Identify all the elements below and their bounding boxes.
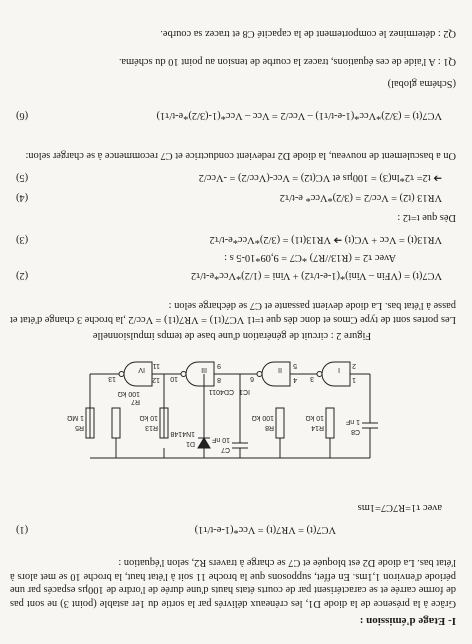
gate-iii-shape	[185, 361, 215, 387]
pin-6: 6	[250, 375, 254, 382]
circuit-figure: I II III IV 1 2 3 4 5 6 8 9 10 11 12 13 …	[67, 361, 378, 459]
equation-5-text: ➔ t2= τ2*ln(3) = 100µs et VC(t2) = Vcc-(…	[198, 172, 442, 183]
question-1: Q1 : A l'aide de ces équations, tracez l…	[118, 56, 456, 67]
d1-label: D1	[186, 440, 195, 447]
tau2-line: Avec τ2 = (R13//R7) *C7 = 9,09*10-5 s :	[10, 250, 456, 264]
equation-2-text: VC7(t) = (VFin – Vini)*(1-e-t/τ2) + Vini…	[190, 270, 442, 281]
pin-12: 12	[152, 376, 160, 383]
gate-ii-bubble	[256, 371, 263, 377]
r13-value: 10 kΩ	[140, 414, 158, 421]
section-heading: I- Etage d'émission :	[359, 615, 456, 627]
gate-iv-label: IV	[138, 366, 145, 373]
gate-iii-bubble	[180, 371, 187, 377]
d1-body	[197, 437, 211, 449]
gate-iii-label: III	[201, 366, 207, 373]
c8-value: 1 nF	[346, 418, 360, 425]
r5-body	[85, 407, 95, 439]
pin-5: 5	[293, 362, 297, 369]
gate-ii-label: II	[278, 366, 282, 373]
r7-label: R7	[131, 398, 140, 405]
d1-value: 1N4148	[170, 430, 195, 437]
equation-3: VR13(t) = Vcc + VC(t) ➔ VR13(t1) = (3/2)…	[10, 232, 456, 246]
pin-3: 3	[310, 375, 314, 382]
r8-body	[275, 407, 285, 439]
r5-value: 1 MΩ	[67, 414, 84, 421]
r7-value: 100 kΩ	[118, 390, 140, 397]
pin-10: 10	[170, 375, 178, 382]
r8-label: R8	[265, 424, 274, 431]
c7-label: C7	[221, 446, 230, 453]
equation-5: ➔ t2= τ2*ln(3) = 100µs et VC(t2) = Vcc-(…	[10, 170, 456, 184]
pin-8: 8	[217, 376, 221, 383]
pin-2: 2	[352, 362, 356, 369]
c8-label: C8	[351, 428, 360, 435]
gate-i-bubble	[316, 371, 323, 377]
equation-5-number: (5)	[16, 172, 29, 183]
equation-4: VR13 (t2) = Vcc/2 = (3/2)*Vcc* e-t/τ2 (4…	[10, 190, 456, 204]
schema-note: (Schéma global)	[387, 78, 456, 89]
r13-label: R13	[145, 424, 158, 431]
recharge-paragraph: On a basculement de nouveau, la diode D2…	[25, 150, 456, 161]
gate-iv-bubble	[118, 371, 125, 377]
pin-13: 13	[108, 375, 116, 382]
discharge-paragraph: Les portes sont de type Cmos et donc dès…	[10, 300, 456, 325]
equation-6-text: VC7(t) = (3/2)*Vcc*(1-e-t/τ1) – Vcc/2 = …	[156, 110, 442, 121]
des-que-text: Dès que t=t2 :	[397, 212, 456, 223]
intro-paragraph: Grâce à la présence de la diode D1, les …	[10, 557, 456, 609]
equation-1-number: (1)	[16, 524, 29, 535]
r5-label: R5	[75, 424, 84, 431]
equation-1-text: VC7(t) = VR7(t) = Vcc*(1-e-t/τ1)	[194, 524, 336, 535]
r14-body	[325, 407, 335, 439]
ic-part: CD4011	[209, 388, 234, 395]
des-que-line: Dès que t=t2 :	[10, 210, 456, 224]
equation-3-number: (3)	[16, 234, 29, 245]
gate-ii-shape	[261, 361, 291, 387]
r13-body	[159, 407, 169, 439]
question-2: Q2 : déterminez le comportement de la ca…	[160, 28, 456, 39]
r7-body	[111, 407, 121, 439]
c8-plates	[362, 422, 378, 429]
r14-label: R14	[311, 424, 324, 431]
equation-6-number: (6)	[16, 110, 29, 121]
r14-value: 10 kΩ	[306, 414, 324, 421]
tau2-text: Avec τ2 = (R13//R7) *C7 = 9,09*10-5 s :	[224, 252, 396, 263]
equation-2-number: (2)	[16, 270, 29, 281]
pin-9: 9	[217, 362, 221, 369]
pin-1: 1	[352, 376, 356, 383]
gate-i-label: I	[338, 366, 340, 373]
r8-value: 100 kΩ	[252, 414, 274, 421]
figure-caption: Figure 2 : circuit de génération d'une b…	[92, 329, 372, 341]
tau1-note-text: avec τ1=R7C7=1ms	[357, 502, 442, 513]
pin-4: 4	[293, 376, 297, 383]
equation-6: VC7(t) = (3/2)*Vcc*(1-e-t/τ1) – Vcc/2 = …	[10, 108, 456, 122]
equation-4-text: VR13 (t2) = Vcc/2 = (3/2)*Vcc* e-t/τ2	[279, 192, 442, 203]
pin-11: 11	[153, 362, 160, 369]
equation-4-number: (4)	[16, 192, 29, 203]
tau1-note: avec τ1=R7C7=1ms	[10, 500, 456, 514]
equation-1: VC7(t) = VR7(t) = Vcc*(1-e-t/τ1) (1)	[10, 522, 456, 536]
equation-3-text: VR13(t) = Vcc + VC(t) ➔ VR13(t1) = (3/2)…	[209, 234, 442, 245]
gate-i-shape	[321, 361, 351, 387]
ic-name: IC1	[239, 388, 250, 395]
equation-2: VC7(t) = (VFin – Vini)*(1-e-t/τ2) + Vini…	[10, 268, 456, 282]
c7-plates	[232, 442, 248, 449]
c7-value: 10 nF	[212, 436, 230, 443]
